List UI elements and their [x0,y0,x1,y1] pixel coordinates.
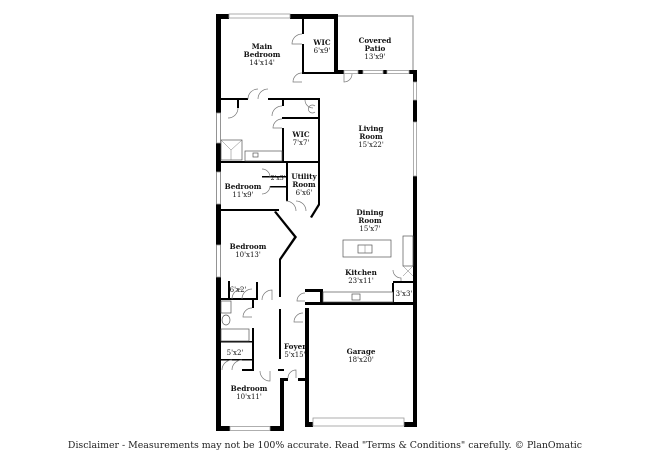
svg-text:13'x9': 13'x9' [364,53,385,61]
svg-text:Kitchen: Kitchen [345,268,377,277]
svg-text:Bedroom: Bedroom [244,50,281,59]
svg-text:11'x9': 11'x9' [232,191,253,199]
disclaimer-text: Disclaimer - Measurements may not be 100… [67,440,583,451]
room-bedroom-2: Bedroom 11'x9' [225,182,262,199]
svg-text:Covered: Covered [359,36,392,45]
svg-text:Main: Main [252,42,273,51]
room-wic-main: WIC 6'x9' [312,38,330,55]
interior-walls [216,14,417,371]
dim-closet-5x2: 5'x2' [227,349,244,357]
svg-text:Garage: Garage [347,347,376,356]
svg-text:Room: Room [358,216,382,225]
room-bedroom-4: Bedroom 10'x11' [231,384,268,401]
room-kitchen: Kitchen 23'x11' [345,268,377,285]
dim-pantry: 3'x3' [396,290,413,298]
room-covered-patio: Covered Patio 13'x9' [359,36,392,61]
svg-text:Bedroom: Bedroom [225,182,262,191]
dim-linen-closet: 2'x3' [271,175,286,182]
room-dining-room: Dining Room 15'x7' [356,208,383,233]
windows [216,13,417,431]
svg-text:7'x7': 7'x7' [293,139,310,147]
svg-text:5'x15': 5'x15' [284,351,305,359]
doors [221,33,402,382]
svg-text:Utility: Utility [291,172,317,181]
svg-text:10'x13': 10'x13' [235,251,261,259]
room-foyer: Foyer 5'x15' [284,342,306,359]
svg-text:15'x22': 15'x22' [358,141,384,149]
svg-text:10'x11': 10'x11' [236,393,262,401]
room-bedroom-3: Bedroom 10'x13' [230,242,267,259]
covered-patio-outline [338,15,414,70]
svg-text:Bedroom: Bedroom [231,384,268,393]
room-garage: Garage 18'x20' [347,347,376,364]
svg-text:14'x14': 14'x14' [249,59,275,67]
svg-text:Room: Room [292,180,316,189]
svg-text:18'x20': 18'x20' [348,356,374,364]
room-wic-2: WIC 7'x7' [291,130,309,147]
room-living-room: Living Room 15'x22' [358,124,384,149]
svg-text:23'x11': 23'x11' [348,277,374,285]
room-utility: Utility Room 6'x6' [291,172,317,197]
svg-text:Foyer: Foyer [284,342,306,351]
fixtures [220,104,414,342]
svg-text:6'x9': 6'x9' [314,47,331,55]
svg-text:Room: Room [359,132,383,141]
svg-text:15'x7': 15'x7' [359,225,380,233]
dim-closet-6x2: 6'x2' [230,286,247,294]
room-main-bedroom: Main Bedroom 14'x14' [244,42,281,67]
exterior-walls [216,14,417,431]
svg-text:WIC: WIC [312,38,330,47]
svg-text:Living: Living [359,124,384,133]
svg-text:Dining: Dining [356,208,383,217]
svg-text:Patio: Patio [365,44,386,53]
svg-text:Bedroom: Bedroom [230,242,267,251]
svg-text:WIC: WIC [291,130,309,139]
svg-text:6'x6': 6'x6' [296,189,313,197]
room-labels: Main Bedroom 14'x14' WIC 6'x9' Covered P… [225,36,413,401]
